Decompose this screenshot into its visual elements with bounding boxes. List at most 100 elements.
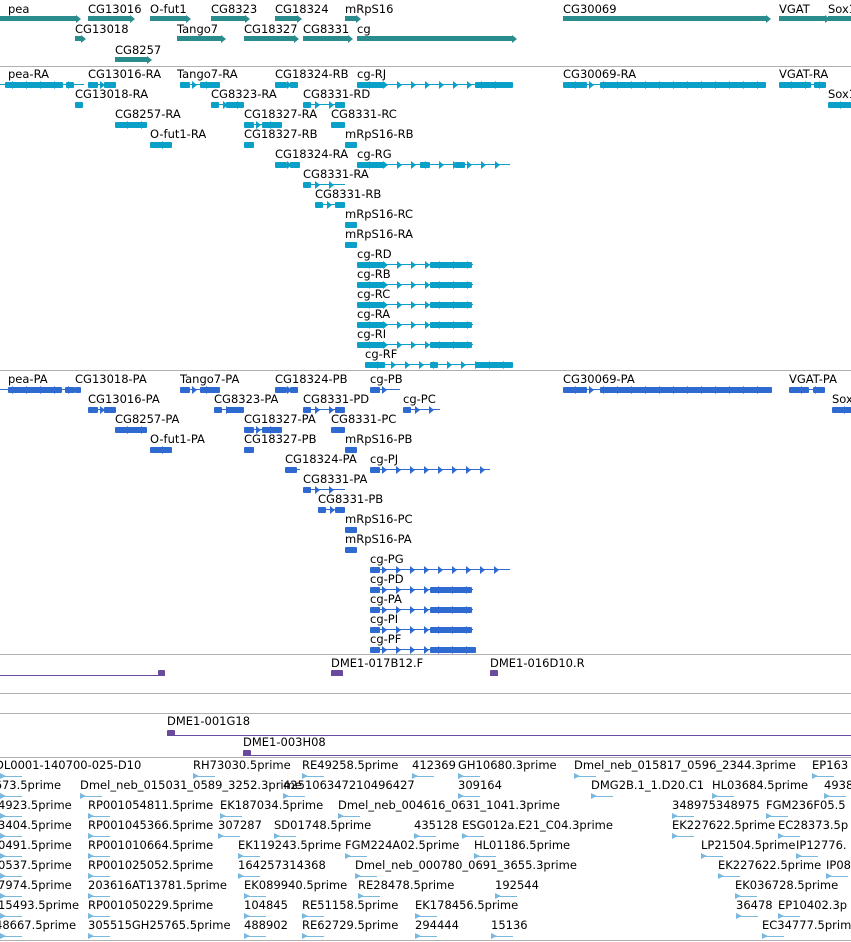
feature-label[interactable]: DME1-001G18 xyxy=(167,714,251,728)
feature-label[interactable]: CG8257-PA xyxy=(115,412,180,426)
exon-block[interactable] xyxy=(403,407,411,413)
feature-label[interactable]: 425106347210496427 xyxy=(283,778,415,792)
feature-label[interactable]: VGAT xyxy=(779,2,810,16)
feature-label[interactable]: IP12776. xyxy=(796,838,847,852)
exon-block[interactable] xyxy=(490,670,498,676)
feature-label[interactable]: 294444 xyxy=(415,918,459,932)
feature-label[interactable]: Dmel_neb_015817_0596_2344.3prime xyxy=(574,758,796,772)
feature-label[interactable]: CG13016 xyxy=(88,2,142,16)
feature-label[interactable]: 309164 xyxy=(458,778,502,792)
feature-label[interactable]: 49389 xyxy=(824,778,851,792)
feature-label[interactable]: 48667.5prime xyxy=(0,918,77,932)
feature-label[interactable]: cg-RF xyxy=(365,347,398,361)
feature-label[interactable]: 192544 xyxy=(495,878,539,892)
feature-label[interactable]: O-fut1-RA xyxy=(150,127,207,141)
feature-label[interactable]: CG13016-PA xyxy=(88,392,160,406)
exon-block[interactable] xyxy=(303,407,311,413)
feature-label[interactable]: CG8331-PA xyxy=(303,472,368,486)
feature-label[interactable]: RP001025052.5prime xyxy=(88,858,214,872)
feature-label[interactable]: CG18327 xyxy=(244,22,298,36)
gene-block[interactable] xyxy=(828,16,851,21)
feature-label[interactable]: 307287 xyxy=(218,818,262,832)
feature-label[interactable]: CG8331-RB xyxy=(315,187,382,201)
gene-block[interactable] xyxy=(303,36,348,41)
feature-label[interactable]: EK227622.5prime xyxy=(718,858,822,872)
exon-block[interactable] xyxy=(275,387,287,393)
feature-label[interactable]: cg-RI xyxy=(357,327,387,341)
feature-label[interactable]: CG18324-PA xyxy=(285,452,357,466)
exon-block[interactable] xyxy=(303,102,311,108)
feature-label[interactable]: cg-RC xyxy=(357,287,391,301)
feature-label[interactable]: O-fut1-PA xyxy=(150,432,205,446)
exon-block[interactable] xyxy=(600,82,766,88)
exon-block[interactable] xyxy=(244,447,254,453)
feature-label[interactable]: CG18327-RB xyxy=(244,127,318,141)
exon-block[interactable] xyxy=(345,547,357,553)
feature-label[interactable]: EC34777.5prime xyxy=(762,918,851,932)
exon-block[interactable] xyxy=(303,182,311,188)
exon-block[interactable] xyxy=(370,567,380,573)
feature-label[interactable]: EK227622.5prime xyxy=(672,818,776,832)
feature-label[interactable]: pea-RA xyxy=(8,67,49,81)
exon-block[interactable] xyxy=(430,322,472,328)
gene-block[interactable] xyxy=(275,16,297,21)
feature-label[interactable]: DL0001-140700-025-D10 xyxy=(0,758,142,772)
gene-block[interactable] xyxy=(115,57,147,62)
exon-block[interactable] xyxy=(335,102,345,108)
feature-label[interactable]: EK178456.5prime xyxy=(415,898,519,912)
feature-label[interactable]: Tango7-PA xyxy=(180,372,240,386)
exon-block[interactable] xyxy=(88,82,98,88)
exon-block[interactable] xyxy=(226,407,244,413)
exon-block[interactable] xyxy=(318,507,326,513)
feature-label[interactable]: RE51158.5prime xyxy=(302,898,399,912)
feature-label[interactable]: CG13016-RA xyxy=(88,67,162,81)
exon-block[interactable] xyxy=(88,407,98,413)
feature-label[interactable]: mRpS16-PA xyxy=(345,532,412,546)
feature-label[interactable]: pea xyxy=(8,2,30,16)
feature-label[interactable]: RE49258.5prime xyxy=(302,758,399,772)
feature-label[interactable]: CG8257-RA xyxy=(115,107,181,121)
exon-block[interactable] xyxy=(275,162,287,168)
feature-label[interactable]: 36478 xyxy=(736,898,773,912)
feature-label[interactable]: cg-PF xyxy=(370,632,402,646)
feature-label[interactable]: CG13018-RA xyxy=(75,87,149,101)
feature-label[interactable]: 67673.5prime xyxy=(0,778,62,792)
exon-block[interactable] xyxy=(370,387,380,393)
gene-block[interactable] xyxy=(150,16,186,21)
exon-block[interactable] xyxy=(789,387,809,393)
feature-label[interactable]: CG18324-RB xyxy=(275,67,349,81)
feature-label[interactable]: VGAT-PA xyxy=(789,372,837,386)
exon-block[interactable] xyxy=(214,407,222,413)
exon-block[interactable] xyxy=(290,387,298,393)
exon-block[interactable] xyxy=(370,627,380,633)
feature-label[interactable]: cg-RA xyxy=(357,307,391,321)
feature-label[interactable]: 15493.5prime xyxy=(0,898,80,912)
feature-label[interactable]: LP21504.5prime xyxy=(701,838,796,852)
gene-block[interactable] xyxy=(0,16,76,21)
exon-block[interactable] xyxy=(180,82,190,88)
exon-block[interactable] xyxy=(430,587,472,593)
exon-block[interactable] xyxy=(158,670,165,676)
feature-label[interactable]: DMG2B.1_1.D20.C1 xyxy=(591,778,705,792)
gene-block[interactable] xyxy=(357,36,512,41)
feature-label[interactable]: CG8331-PD xyxy=(303,392,370,406)
feature-label[interactable]: CG18324-PB xyxy=(275,372,348,386)
exon-block[interactable] xyxy=(430,262,472,268)
feature-label[interactable]: EK119243.5prime xyxy=(238,838,342,852)
feature-label[interactable]: 435128 xyxy=(414,818,458,832)
feature-label[interactable]: CG8331-RC xyxy=(331,107,397,121)
exon-block[interactable] xyxy=(345,222,357,228)
exon-block[interactable] xyxy=(365,362,385,368)
feature-label[interactable]: 104845 xyxy=(244,898,288,912)
feature-label[interactable]: RP001010664.5prime xyxy=(88,838,214,852)
feature-label[interactable]: cg-PD xyxy=(370,572,404,586)
feature-label[interactable]: Dmel_neb_000780_0691_3655.3prime xyxy=(355,858,577,872)
feature-label[interactable]: RH73030.5prime xyxy=(193,758,291,772)
feature-label[interactable]: cg-PC xyxy=(403,392,436,406)
feature-label[interactable]: DME1-003H08 xyxy=(243,735,326,749)
feature-label[interactable]: pea-PA xyxy=(8,372,48,386)
feature-label[interactable]: Sox102F xyxy=(828,2,851,16)
feature-label[interactable]: CG8323-RA xyxy=(211,87,277,101)
exon-block[interactable] xyxy=(370,467,380,473)
feature-label[interactable]: SD01748.5prime xyxy=(274,818,372,832)
